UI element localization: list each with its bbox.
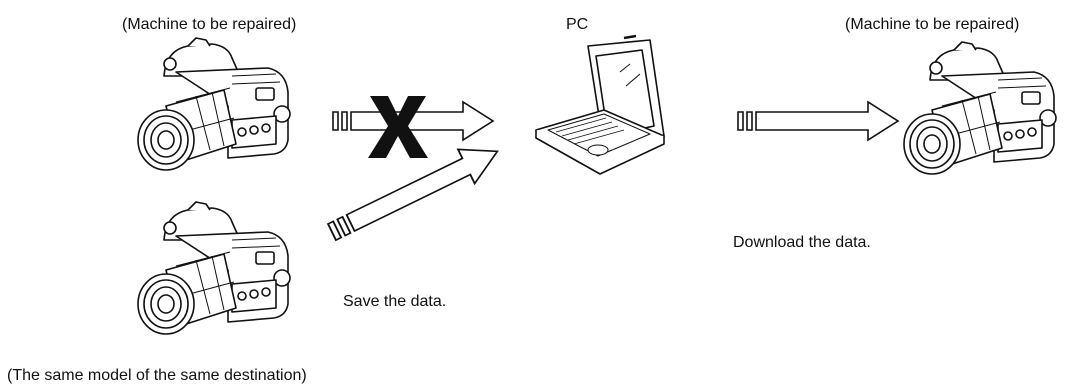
download-data-label: Download the data. (733, 234, 871, 251)
save-data-label: Save the data. (343, 293, 447, 310)
source-camera-icon (137, 37, 291, 171)
target-machine-label: (Machine to be repaired) (845, 16, 1020, 33)
pc-label: PC (566, 16, 589, 33)
x-mark-icon (368, 96, 428, 158)
source-machine-label: (Machine to be repaired) (122, 16, 297, 33)
laptop-icon (535, 34, 665, 175)
donor-camera-icon (137, 201, 291, 335)
same-model-label: (The same model of the same destination) (7, 367, 307, 384)
target-camera-icon (903, 41, 1057, 175)
download-data-arrow (737, 101, 899, 141)
